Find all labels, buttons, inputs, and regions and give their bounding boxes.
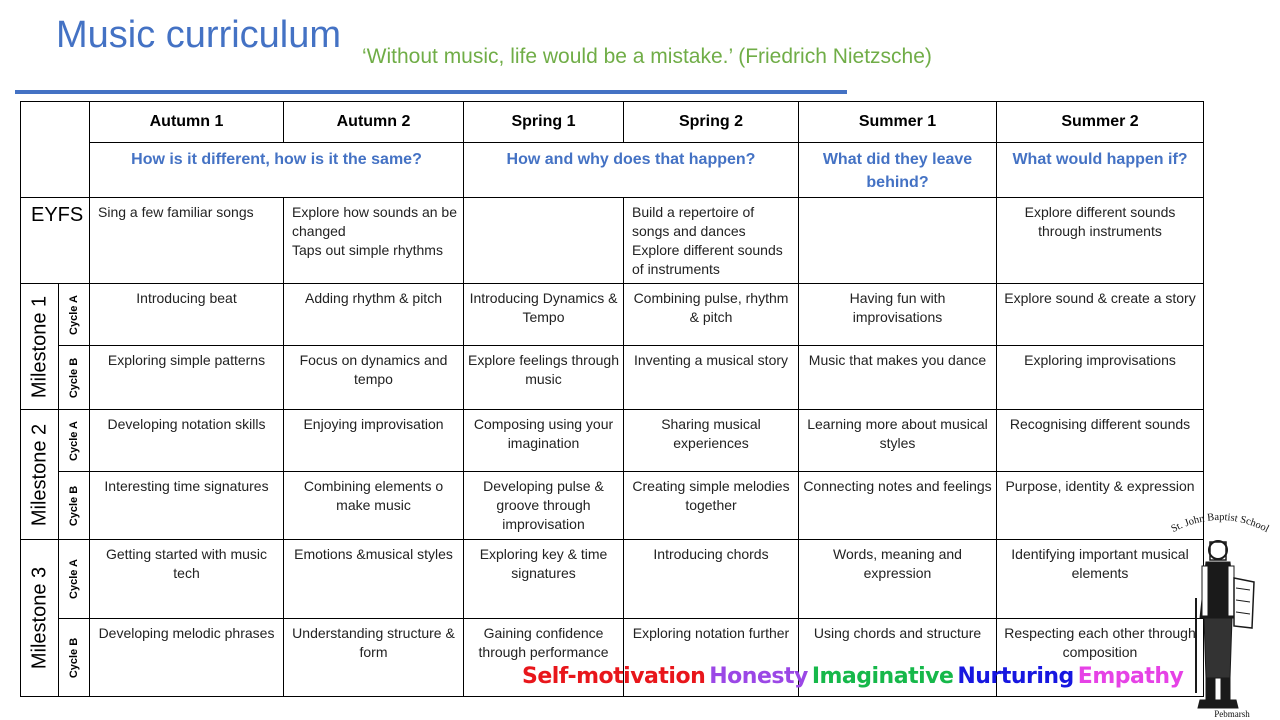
cycle-label: Cycle A (58, 539, 90, 619)
table-cell: Explore how sounds an be changed Taps ou… (283, 197, 464, 284)
table-cell: Recognising different sounds (996, 409, 1204, 472)
table-cell: Identifying important musical elements (996, 539, 1204, 619)
table-cell: Inventing a musical story (623, 345, 799, 410)
cycle-label: Cycle B (58, 345, 90, 410)
column-header: Summer 1 (798, 101, 997, 143)
table-cell: Explore sound & create a story (996, 283, 1204, 346)
value-word: Empathy (1077, 664, 1184, 689)
table-row: Milestone 2 Cycle A Developing notation … (20, 409, 1204, 540)
question-row: How is it different, how is it the same?… (21, 142, 1204, 198)
table-cell: Exploring improvisations (996, 345, 1204, 410)
table-row: Milestone 3 Cycle A Getting started with… (20, 539, 1204, 697)
table-cell: Respecting each other through compositio… (996, 618, 1204, 697)
table-cell: Developing pulse & groove through improv… (463, 471, 624, 540)
table-row: Cycle B Developing melodic phrases Under… (21, 618, 1204, 697)
column-header: Spring 1 (463, 101, 624, 143)
table-cell: Combining elements o make music (283, 471, 464, 540)
logo-bottom-text: Pebmarsh (1214, 709, 1250, 719)
table-row: Cycle B Exploring simple patterns Focus … (21, 345, 1204, 410)
table-cell (798, 197, 997, 284)
table-cell: Exploring key & time signatures (463, 539, 624, 619)
cycle-label: Cycle A (58, 409, 90, 472)
cell-line: Explore how sounds an be changed (292, 204, 457, 239)
table-cell: Creating simple melodies together (623, 471, 799, 540)
table-cell: Gaining confidence through performance (463, 618, 624, 697)
table-cell: Using chords and structure (798, 618, 997, 697)
column-header: Autumn 2 (283, 101, 464, 143)
eyfs-row: EYFS Sing a few familiar songs Explore h… (20, 197, 1204, 284)
table-cell: Understanding structure & form (283, 618, 464, 697)
milestone-label: Milestone 1 (20, 283, 59, 410)
table-cell: Enjoying improvisation (283, 409, 464, 472)
question-cell: What would happen if? (996, 142, 1204, 198)
table-cell: Introducing chords (623, 539, 799, 619)
table-cell: Developing notation skills (89, 409, 284, 472)
eyfs-label: EYFS (20, 197, 90, 284)
table-cell: Emotions &musical styles (283, 539, 464, 619)
milestone-label: Milestone 2 (20, 409, 59, 540)
page-title: Music curriculum (56, 14, 342, 56)
table-cell: Music that makes you dance (798, 345, 997, 410)
table-cell: Words, meaning and expression (798, 539, 997, 619)
cycle-label: Cycle A (58, 283, 90, 346)
table-cell: Learning more about musical styles (798, 409, 997, 472)
table-cell: Adding rhythm & pitch (283, 283, 464, 346)
question-cell: How is it different, how is it the same? (89, 142, 464, 198)
knight-figure-icon (1195, 540, 1255, 709)
table-row: Cycle B Interesting time signatures Comb… (21, 471, 1204, 540)
title-underline (15, 90, 847, 94)
table-cell: Sing a few familiar songs (89, 197, 284, 284)
curriculum-table: Autumn 1 Autumn 2 Spring 1 Spring 2 Summ… (20, 101, 1204, 697)
value-word: Self-motivation (522, 664, 706, 689)
table-cell: Exploring notation further (623, 618, 799, 697)
column-header: Autumn 1 (89, 101, 284, 143)
value-word: Nurturing (957, 664, 1074, 689)
table-cell: Connecting notes and feelings (798, 471, 997, 540)
logo-text: St. John Baptist School (1170, 512, 1271, 535)
table-cell: Interesting time signatures (89, 471, 284, 540)
column-header: Spring 2 (623, 101, 799, 143)
column-header: Summer 2 (996, 101, 1204, 143)
cell-line: Build a repertoire of songs and dances (632, 204, 755, 239)
table-cell: Purpose, identity & expression (996, 471, 1204, 540)
table-cell: Build a repertoire of songs and dances E… (623, 197, 799, 284)
table-cell: Sharing musical experiences (623, 409, 799, 472)
table-cell: Explore different sounds through instrum… (996, 197, 1204, 284)
table-cell: Combining pulse, rhythm & pitch (623, 283, 799, 346)
table-cell: Explore feelings through music (463, 345, 624, 410)
question-cell: How and why does that happen? (463, 142, 799, 198)
table-cell: Introducing beat (89, 283, 284, 346)
cell-line: Taps out simple rhythms (292, 242, 443, 258)
cycle-label: Cycle B (58, 618, 90, 697)
value-word: Imaginative (811, 664, 954, 689)
value-word: Honesty (709, 664, 808, 689)
table-cell (463, 197, 624, 284)
table-cell: Introducing Dynamics & Tempo (463, 283, 624, 346)
header-row: Autumn 1 Autumn 2 Spring 1 Spring 2 Summ… (20, 101, 1204, 198)
cell-line: Explore different sounds of instruments (632, 242, 783, 277)
corner-cell (20, 101, 90, 198)
question-cell: What did they leave behind? (798, 142, 997, 198)
table-cell: Composing using your imagination (463, 409, 624, 472)
table-cell: Exploring simple patterns (89, 345, 284, 410)
cycle-label: Cycle B (58, 471, 90, 540)
quote: ‘Without music, life would be a mistake.… (362, 45, 932, 68)
table-cell: Getting started with music tech (89, 539, 284, 619)
table-cell: Having fun with improvisations (798, 283, 997, 346)
table-row: Milestone 1 Cycle A Introducing beat Add… (20, 283, 1204, 410)
milestone-label: Milestone 3 (20, 539, 59, 697)
school-logo: St. John Baptist School Pebmarsh (1170, 512, 1271, 719)
table-cell: Focus on dynamics and tempo (283, 345, 464, 410)
table-cell: Developing melodic phrases (89, 618, 284, 697)
